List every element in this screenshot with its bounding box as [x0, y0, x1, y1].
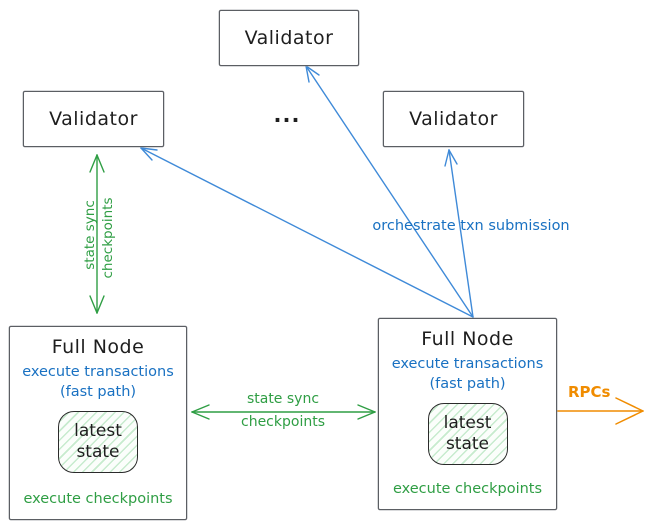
- validator-box-left: Validator: [23, 91, 164, 147]
- latest-state-box: latest state: [58, 411, 138, 473]
- full-node-box-right: Full Node execute transactions (fast pat…: [378, 318, 557, 510]
- execute-transactions-label: execute transactions: [391, 356, 544, 372]
- rpcs-arrow: [556, 397, 644, 425]
- fast-path-label: (fast path): [59, 384, 137, 400]
- state-sync-horizontal-label-line2: checkpoints: [241, 414, 325, 430]
- validator-label: Validator: [409, 108, 498, 130]
- validator-box-top: Validator: [219, 10, 359, 66]
- state-sync-horizontal-label-line1: state sync: [246, 391, 320, 407]
- rpcs-label: RPCs: [568, 383, 611, 401]
- validators-ellipsis: ...: [273, 103, 301, 127]
- latest-state-line2: state: [445, 434, 490, 454]
- orchestrate-txn-submission-label: orchestrate txn submission: [372, 218, 570, 234]
- execute-checkpoints-label: execute checkpoints: [392, 481, 543, 497]
- validator-label: Validator: [49, 108, 138, 130]
- latest-state-line1: latest: [443, 413, 492, 433]
- execute-checkpoints-label: execute checkpoints: [23, 491, 173, 507]
- latest-state-line2: state: [76, 442, 120, 462]
- full-node-box-left: Full Node execute transactions (fast pat…: [9, 326, 187, 520]
- state-sync-vertical-label-line2: checkpoints: [100, 197, 116, 279]
- latest-state-box: latest state: [427, 403, 508, 465]
- state-sync-vertical-label-line1: state sync: [82, 200, 98, 270]
- validator-label: Validator: [244, 27, 334, 49]
- latest-state-line1: latest: [74, 421, 122, 441]
- full-node-title: Full Node: [51, 336, 145, 358]
- fast-path-label: (fast path): [429, 376, 506, 392]
- full-node-title: Full Node: [421, 328, 514, 350]
- validator-box-right: Validator: [383, 91, 524, 147]
- execute-transactions-label: execute transactions: [22, 364, 174, 380]
